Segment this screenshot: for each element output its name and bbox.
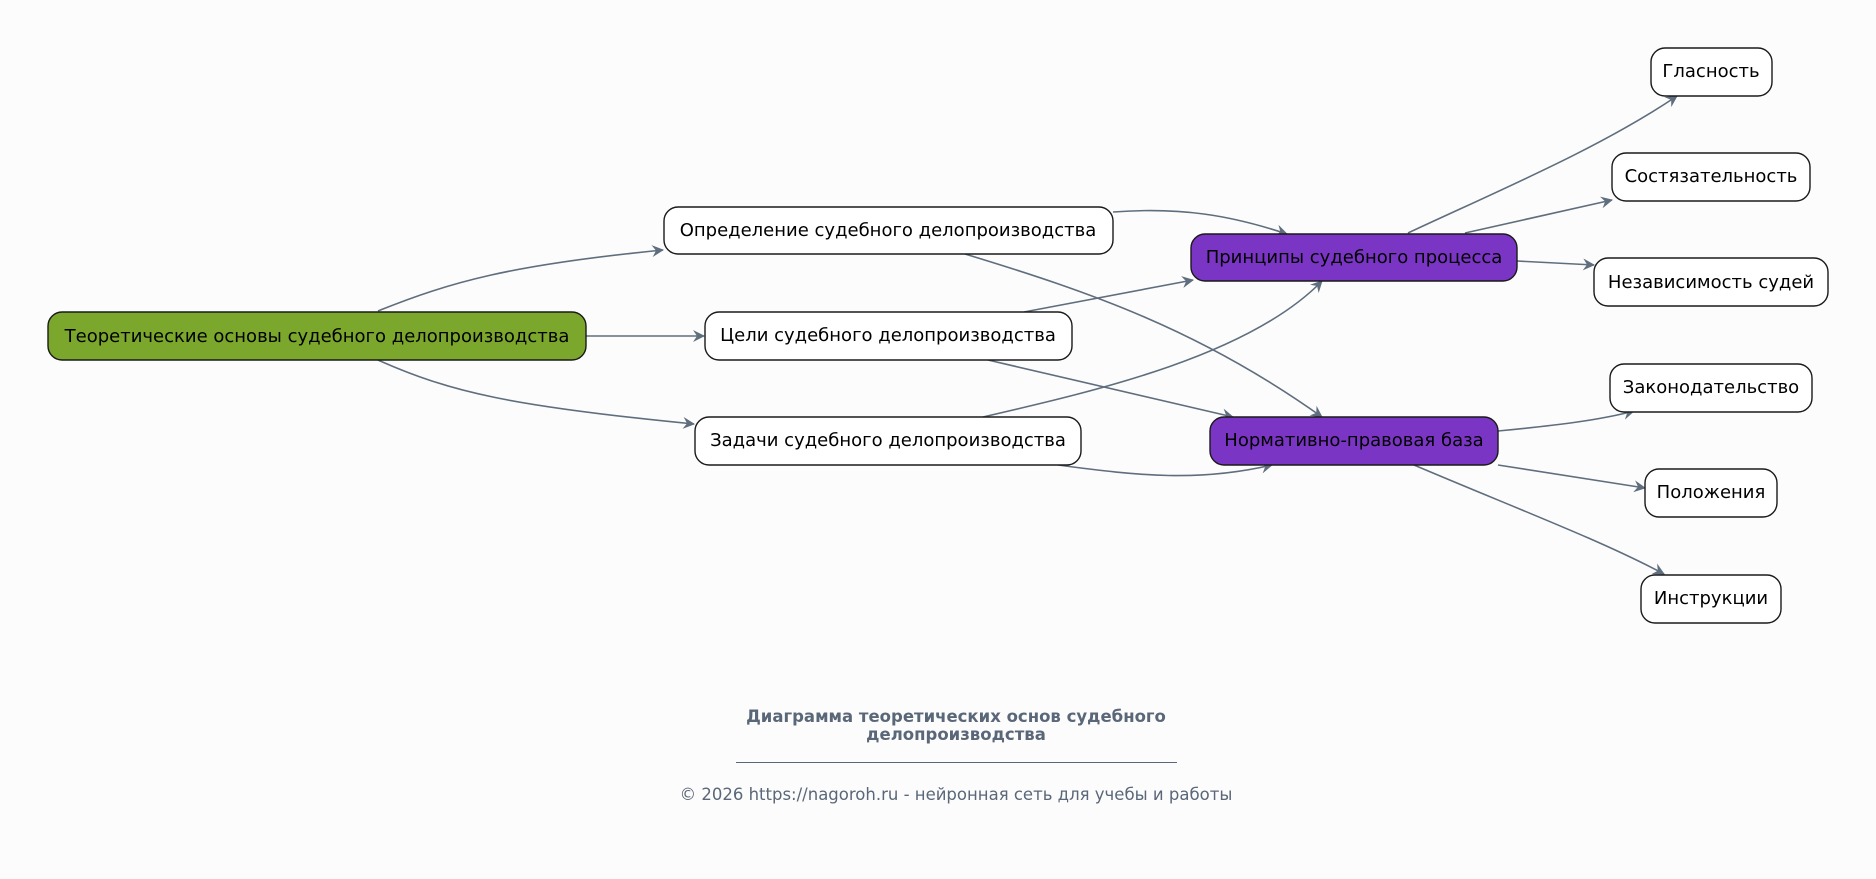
node-instructions[interactable]: Инструкции — [1640, 574, 1782, 624]
edge-normative-regulations — [1497, 464, 1646, 493]
node-adversarial-label: Состязательность — [1625, 166, 1798, 187]
edge-root-definition — [377, 245, 664, 312]
edge-definition-normative — [964, 253, 1323, 418]
node-regulations[interactable]: Положения — [1644, 468, 1778, 518]
edge-goals-principles — [1023, 276, 1194, 313]
node-publicity-label: Гласность — [1662, 61, 1759, 82]
node-root-label: Теоретические основы судебного делопроиз… — [64, 326, 570, 347]
edge-principles-adversarial — [1464, 196, 1613, 234]
edge-principles-independence — [1516, 258, 1595, 271]
node-publicity[interactable]: Гласность — [1650, 47, 1773, 97]
edge-definition-principles — [1112, 209, 1288, 237]
node-adversarial[interactable]: Состязательность — [1611, 152, 1811, 202]
node-independence[interactable]: Независимость судей — [1593, 257, 1829, 307]
node-legislation[interactable]: Законодательство — [1609, 363, 1813, 413]
node-principles[interactable]: Принципы судебного процесса — [1190, 233, 1518, 282]
caption-divider — [736, 762, 1177, 763]
edge-tasks-normative — [1057, 461, 1273, 477]
edge-normative-legislation — [1497, 408, 1635, 432]
edge-tasks-principles — [982, 280, 1323, 418]
diagram-title-line2: делопроизводства — [866, 725, 1046, 744]
node-instructions-label: Инструкции — [1654, 588, 1768, 609]
node-goals[interactable]: Цели судебного делопроизводства — [704, 311, 1073, 361]
node-definition-label: Определение судебного делопроизводства — [680, 220, 1097, 241]
node-independence-label: Независимость судей — [1608, 272, 1814, 293]
edge-normative-instructions — [1413, 464, 1665, 575]
node-definition[interactable]: Определение судебного делопроизводства — [663, 206, 1114, 255]
node-legislation-label: Законодательство — [1623, 377, 1799, 398]
diagram-title-line1: Диаграмма теоретических основ судебного — [746, 707, 1166, 726]
node-principles-label: Принципы судебного процесса — [1206, 247, 1503, 268]
node-normative-label: Нормативно-правовая база — [1224, 430, 1483, 451]
edge-principles-publicity — [1407, 95, 1678, 234]
node-root[interactable]: Теоретические основы судебного делопроиз… — [47, 311, 587, 361]
copyright-footer: © 2026 https://nagoroh.ru - нейронная се… — [679, 785, 1233, 804]
edges — [377, 95, 1678, 575]
node-tasks-label: Задачи судебного делопроизводства — [710, 430, 1066, 451]
edge-root-tasks — [377, 359, 695, 429]
edge-goals-normative — [987, 359, 1234, 421]
node-goals-label: Цели судебного делопроизводства — [720, 325, 1056, 346]
node-regulations-label: Положения — [1657, 482, 1766, 503]
node-tasks[interactable]: Задачи судебного делопроизводства — [694, 416, 1082, 466]
diagram-title: Диаграмма теоретических основ судебного … — [0, 708, 1876, 744]
node-normative[interactable]: Нормативно-правовая база — [1209, 416, 1499, 466]
